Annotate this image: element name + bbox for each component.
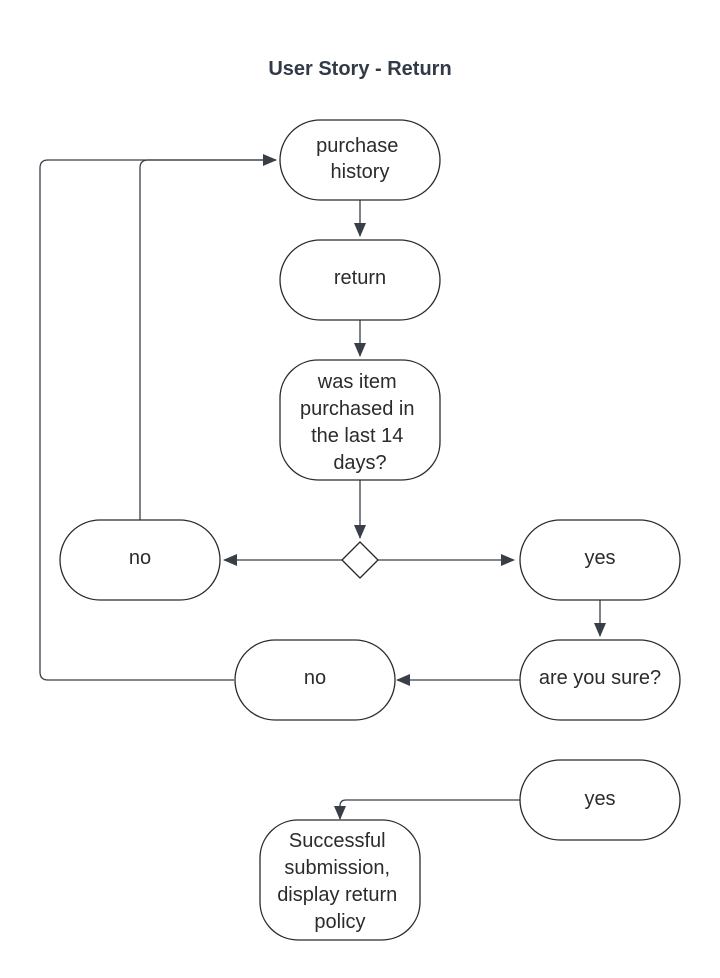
edge-no-second-loop-to-purchase-history	[39, 159, 276, 681]
node-yes-second: yes	[519, 759, 681, 841]
node-purchase-history: purchase history	[279, 119, 441, 201]
node-yes-first-line-1: yes	[584, 547, 615, 569]
node-purchase-history-line-1: purchase	[316, 135, 398, 157]
node-no-second: no	[234, 639, 396, 721]
node-purchase-history-shape	[279, 119, 441, 201]
node-no-first: no	[59, 519, 221, 601]
node-success-line-3: display return	[277, 884, 397, 906]
diagram-title: User Story - Return	[268, 58, 451, 80]
node-no-first-line-1: no	[129, 547, 151, 569]
node-purchase-history-line-2: history	[331, 161, 390, 183]
node-question-14-days-label: was item purchased in the last 14 days?	[300, 371, 420, 474]
node-question-line-1: was item	[317, 371, 397, 393]
node-no-second-shape	[234, 639, 396, 721]
node-question-line-4: days?	[333, 452, 386, 474]
node-yes-second-label: yes	[584, 788, 615, 810]
node-purchase-history-label: purchase history	[316, 135, 404, 183]
node-no-second-line-1: no	[304, 667, 326, 689]
node-yes-second-shape	[519, 759, 681, 841]
node-return-line-1: return	[334, 267, 386, 289]
edges	[39, 154, 606, 820]
node-return: return	[279, 239, 441, 321]
node-yes-second-line-1: yes	[584, 788, 615, 810]
edge-no-loop-to-purchase-history	[139, 154, 277, 520]
node-question-14-days: was item purchased in the last 14 days?	[279, 359, 441, 481]
node-are-you-sure-shape	[519, 639, 681, 721]
node-success-line-1: Successful	[289, 830, 386, 852]
node-no-second-label: no	[304, 667, 326, 689]
edge-yes-to-success	[334, 799, 520, 820]
node-yes-first: yes	[519, 519, 681, 601]
node-success-shape	[259, 819, 421, 941]
node-return-label: return	[334, 267, 386, 289]
node-question-line-3: the last 14	[311, 425, 403, 447]
node-yes-first-label: yes	[584, 547, 615, 569]
node-question-line-2: purchased in	[300, 398, 415, 420]
node-success-line-4: policy	[314, 911, 365, 933]
node-success-line-2: submission,	[284, 857, 390, 879]
node-success: Successful submission, display return po…	[259, 819, 421, 941]
node-are-you-sure-label: are you sure?	[539, 667, 661, 689]
node-are-you-sure-line-1: are you sure?	[539, 667, 661, 689]
decision-diamond	[341, 541, 379, 579]
node-yes-first-shape	[519, 519, 681, 601]
node-success-label: Successful submission, display return po…	[277, 830, 403, 933]
node-no-first-shape	[59, 519, 221, 601]
node-no-first-label: no	[129, 547, 151, 569]
decision-diamond-shape	[341, 541, 379, 579]
node-question-14-days-shape	[279, 359, 441, 481]
node-are-you-sure: are you sure?	[519, 639, 681, 721]
node-return-shape	[279, 239, 441, 321]
